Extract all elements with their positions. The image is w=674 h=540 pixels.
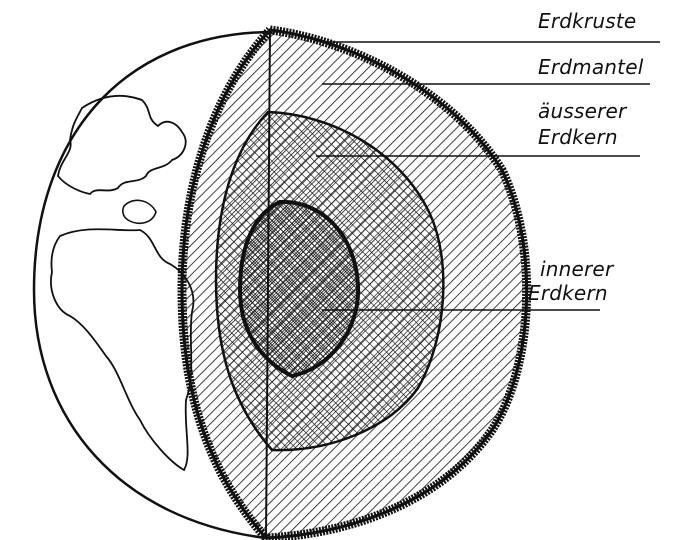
label-outer-core-line2: Erdkern [538,126,618,148]
continent-fragment [123,200,156,223]
label-mantle: Erdmantel [538,56,643,78]
continent-africa [51,229,193,470]
label-outer-core-line1: äusserer [538,100,626,122]
continent-europe [58,96,186,194]
label-inner-core-line2: Erdkern [528,282,608,304]
label-inner-core-line1: innerer [540,258,613,280]
label-crust: Erdkruste [538,10,636,32]
